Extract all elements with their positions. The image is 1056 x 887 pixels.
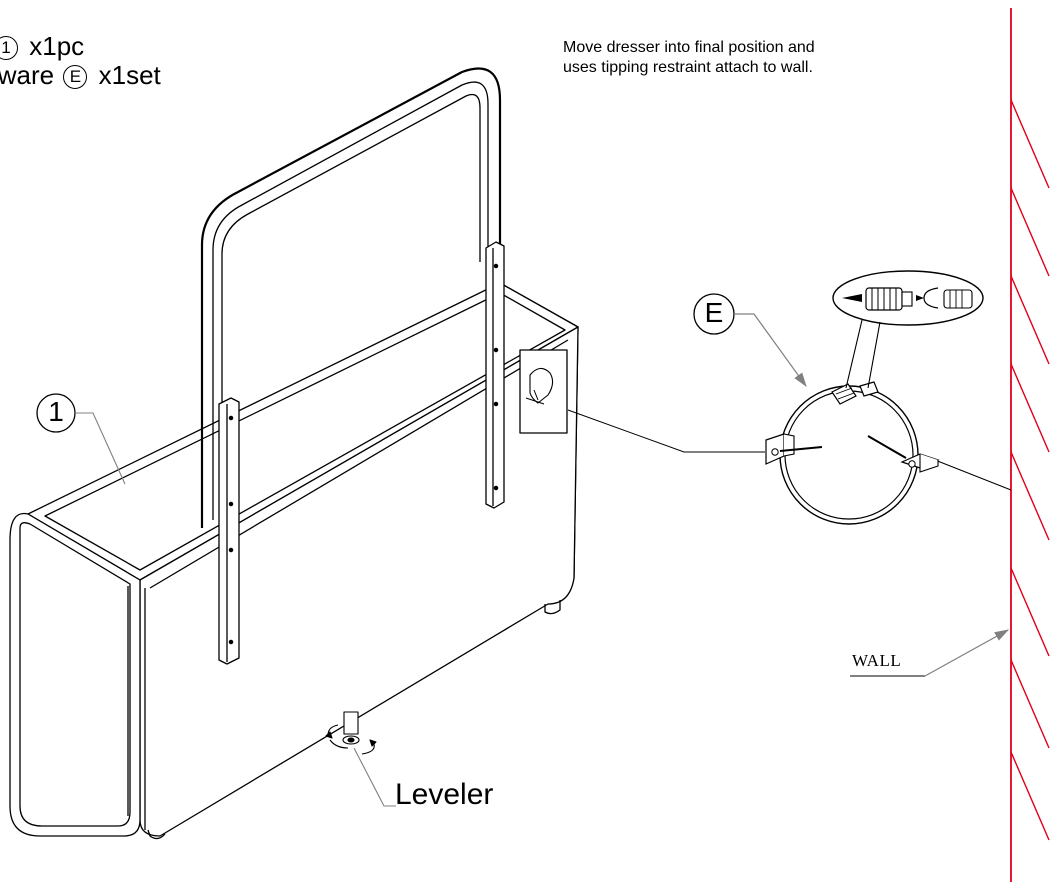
part-1-badge: 1 <box>0 36 18 60</box>
callout-1-label: 1 <box>48 396 64 427</box>
hardware-label: lware <box>0 60 55 90</box>
leveler-leader <box>353 747 396 807</box>
callout-E <box>693 293 807 387</box>
hardware-qty: x1set <box>98 60 161 90</box>
tipping-restraint-detail <box>765 270 984 525</box>
leveler-label: Leveler <box>395 778 494 811</box>
detail-leader <box>567 409 765 453</box>
callout-E-label: E <box>704 297 724 328</box>
parts-line-2: lware E x1set <box>0 61 161 90</box>
wall-hatching <box>1010 99 1050 841</box>
detail-to-wall-leader <box>934 459 1012 491</box>
hardware-badge: E <box>63 65 88 89</box>
callout-1 <box>36 393 126 485</box>
parts-line-1: 1 x1pc <box>0 32 161 61</box>
wall <box>1010 8 1050 882</box>
parts-list: 1 x1pc lware E x1set <box>0 32 161 90</box>
instruction-line-1: Move dresser into final position and <box>563 39 815 56</box>
mirror <box>200 67 505 665</box>
wall-leader <box>850 629 1010 677</box>
leveler <box>325 711 377 755</box>
instruction-line-2: uses tipping restraint attach to wall. <box>563 59 813 76</box>
part-1-qty: x1pc <box>29 31 85 61</box>
instruction-text: Move dresser into final position and use… <box>563 38 815 78</box>
wall-label: WALL <box>852 651 902 670</box>
